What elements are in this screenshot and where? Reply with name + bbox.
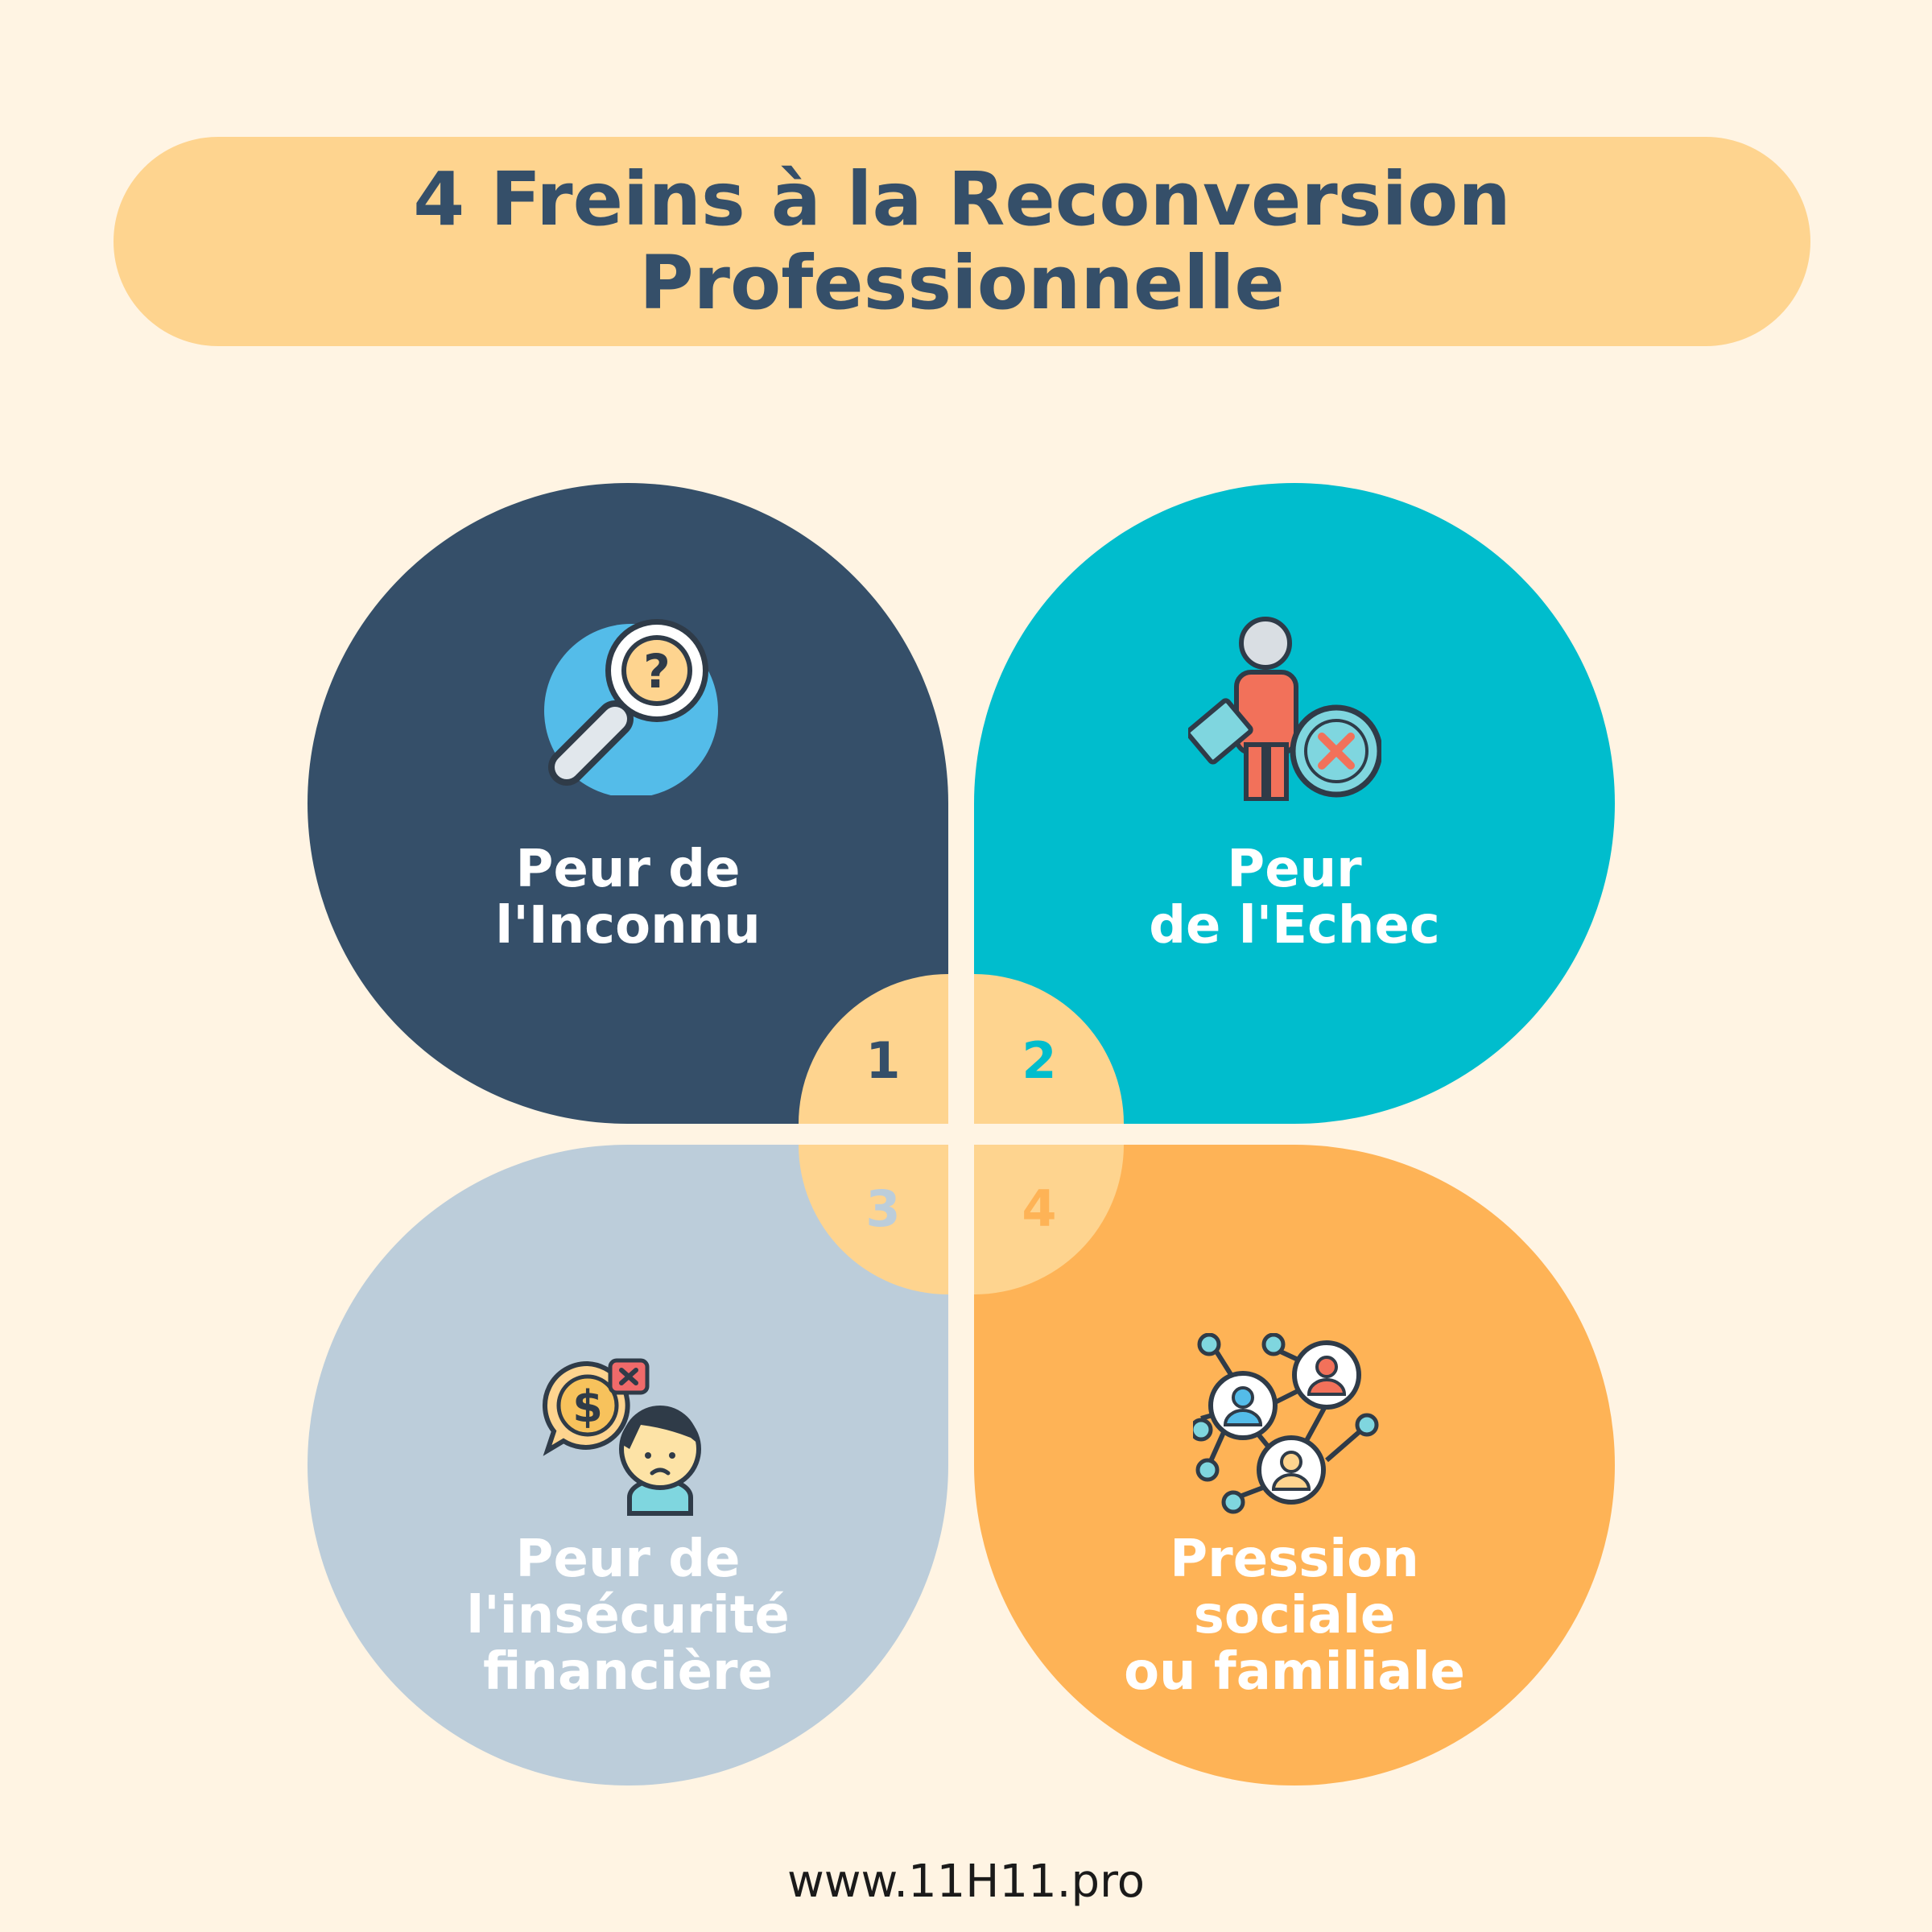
- petal-peur-insecurite-financiere: $ Peur de l'insécurité financière: [308, 1145, 948, 1785]
- title-line-2: Professionnelle: [639, 240, 1285, 326]
- petal-label: Peur de l'Echec: [1149, 840, 1440, 956]
- title-banner: 4 Freins à la Reconversion Professionnel…: [114, 137, 1810, 346]
- title-line-1: 4 Freins à la Reconversion: [413, 156, 1511, 242]
- petal-label: Peur de l'insécurité financière: [466, 1530, 790, 1702]
- petal-peur-inconnu: ? Peur de l'Inconnu: [308, 483, 948, 1124]
- magnifier-question-icon: ?: [544, 619, 718, 795]
- petal-label: Pression sociale ou familiale: [1124, 1530, 1465, 1702]
- svg-text:$: $: [572, 1381, 603, 1432]
- svg-text:?: ?: [643, 644, 671, 699]
- petal-label: Peur de l'Inconnu: [495, 840, 761, 956]
- petal-pression-sociale: Pression sociale ou familiale: [974, 1145, 1615, 1785]
- number-badge-3: 3: [799, 1145, 948, 1294]
- person-failure-icon: [1188, 617, 1381, 801]
- social-network-icon: [1193, 1333, 1379, 1514]
- petal-peur-echec: Peur de l'Echec: [974, 483, 1615, 1124]
- footer-url: www.11H11.pro: [786, 1856, 1146, 1908]
- worried-person-money-icon: $: [542, 1358, 701, 1516]
